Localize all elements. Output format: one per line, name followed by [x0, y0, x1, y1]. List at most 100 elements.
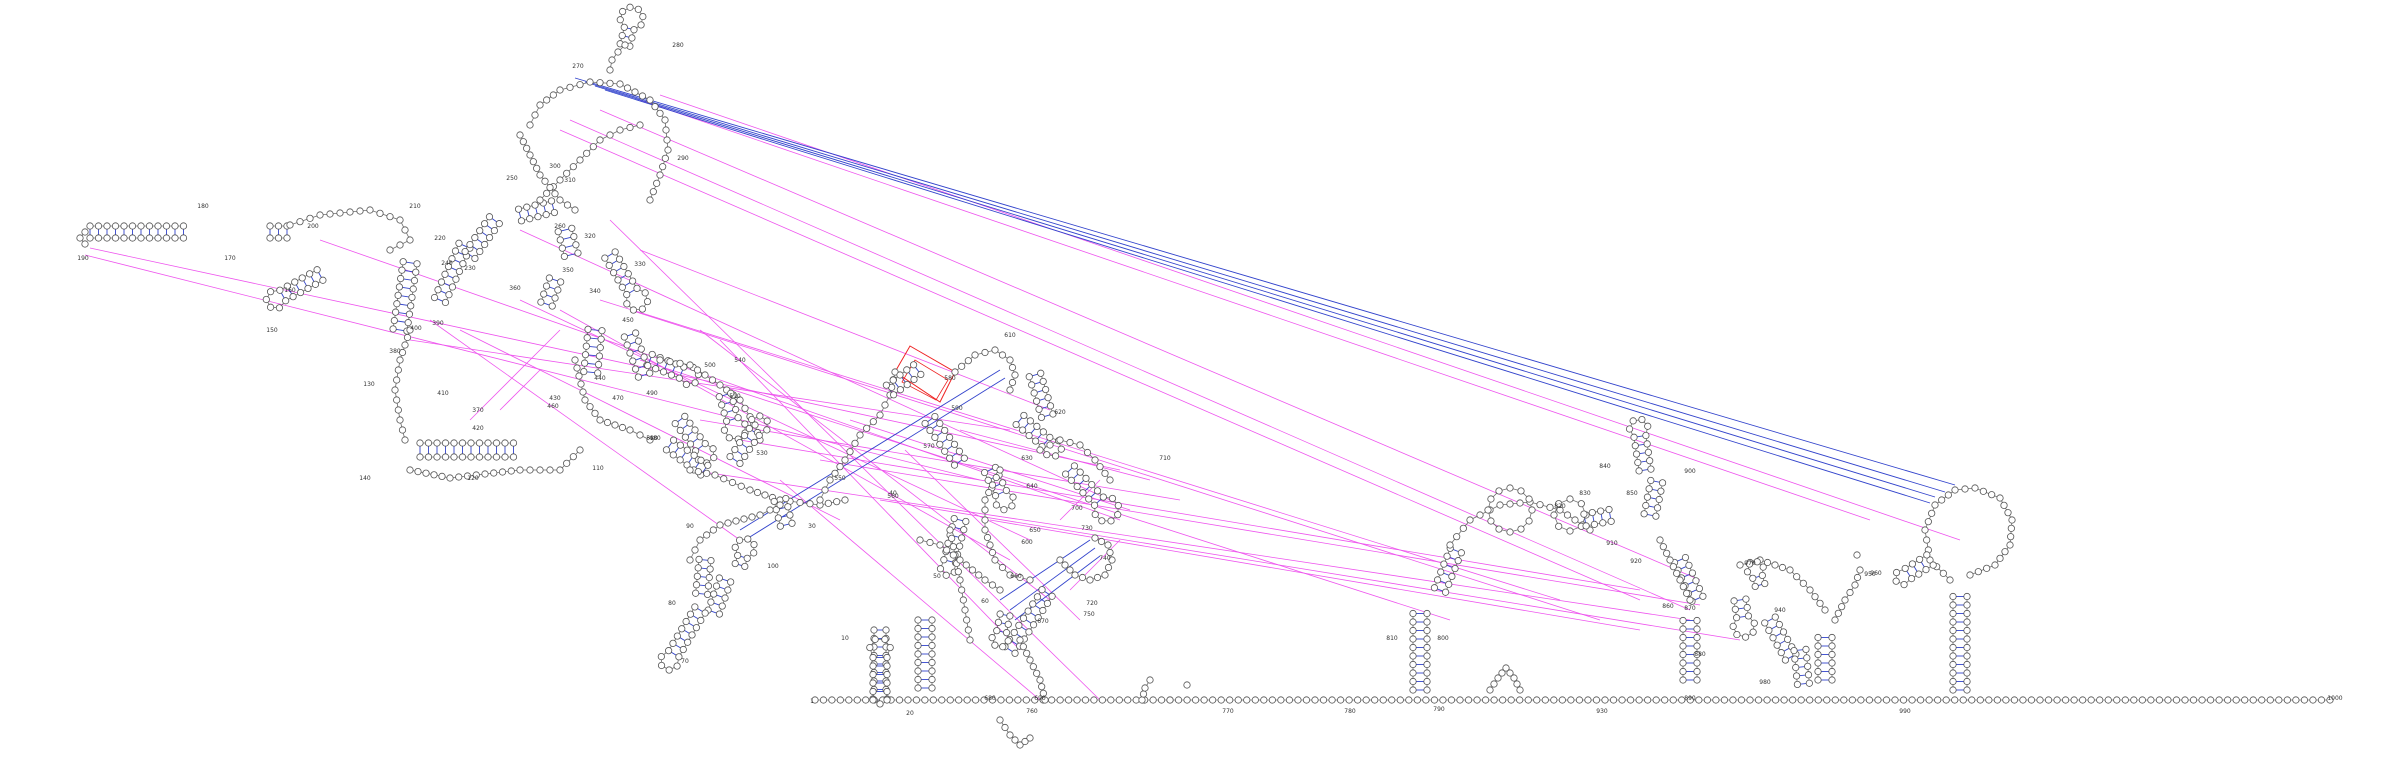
- nucleotide: [991, 556, 999, 564]
- nucleotide: [611, 248, 619, 256]
- position-label: 410: [437, 390, 449, 397]
- nucleotide: [610, 269, 618, 277]
- nucleotide: [756, 412, 764, 420]
- nucleotide: [928, 684, 936, 692]
- nucleotide: [1963, 618, 1971, 626]
- nucleotide: [547, 197, 556, 205]
- nucleotide: [649, 188, 657, 196]
- nucleotide: [869, 653, 877, 662]
- backbone-segment: [540, 277, 550, 303]
- pseudoknot-link: [719, 339, 1021, 651]
- nucleotide: [983, 533, 992, 542]
- nucleotide: [1963, 686, 1971, 694]
- nucleotide: [534, 213, 542, 221]
- nucleotide: [703, 469, 711, 477]
- nucleotide: [896, 386, 905, 394]
- nucleotide: [954, 568, 962, 576]
- nucleotide: [1409, 618, 1417, 626]
- nucleotide: [1138, 696, 1146, 704]
- nucleotide: [1806, 696, 1814, 704]
- nucleotide: [966, 636, 974, 644]
- nucleotide: [542, 282, 551, 290]
- nucleotide: [1506, 669, 1514, 677]
- nucleotide: [1149, 696, 1157, 704]
- nucleotide: [946, 433, 954, 441]
- nucleotide: [1949, 660, 1957, 669]
- nucleotide: [1577, 500, 1585, 508]
- nucleotide: [1071, 571, 1079, 579]
- position-label: 930: [1596, 708, 1608, 715]
- nucleotide: [1588, 508, 1596, 517]
- nucleotide: [1056, 556, 1064, 564]
- nucleotide: [563, 169, 571, 177]
- nucleotide: [1033, 669, 1041, 677]
- nucleotide: [390, 316, 398, 325]
- nucleotide: [2010, 696, 2019, 704]
- nucleotide: [626, 349, 634, 357]
- position-label: 20: [906, 710, 914, 717]
- nucleotide: [1423, 686, 1431, 694]
- nucleotide: [715, 610, 724, 618]
- nucleotide: [1655, 495, 1663, 504]
- nucleotide: [1669, 563, 1677, 571]
- nucleotide: [1260, 696, 1268, 704]
- nucleotide: [688, 631, 696, 639]
- pseudoknot-link: [429, 319, 741, 541]
- nucleotide: [401, 436, 409, 444]
- nucleotide: [1036, 676, 1044, 684]
- nucleotide: [996, 716, 1004, 724]
- nucleotide: [1712, 696, 1720, 704]
- nucleotide: [2249, 696, 2257, 704]
- position-label: 180: [197, 203, 209, 210]
- nucleotide: [2036, 696, 2044, 704]
- nucleotide: [928, 667, 936, 675]
- nucleotide: [1437, 568, 1445, 576]
- nucleotide: [2155, 696, 2164, 704]
- nucleotide: [936, 541, 944, 549]
- position-label: 520: [646, 435, 658, 442]
- nucleotide: [2096, 696, 2104, 704]
- nucleotide: [1679, 667, 1687, 676]
- nucleotide: [991, 492, 1000, 500]
- nucleotide: [1546, 503, 1554, 511]
- backbone-segment: [1586, 520, 1612, 527]
- nucleotide: [1550, 511, 1558, 519]
- position-label: 920: [1630, 558, 1642, 565]
- nucleotide: [1066, 438, 1074, 447]
- nucleotide: [1793, 680, 1802, 689]
- nucleotide: [869, 687, 877, 696]
- nucleotide: [1106, 548, 1114, 557]
- nucleotide: [614, 48, 622, 56]
- nucleotide: [608, 56, 616, 64]
- nucleotide: [943, 546, 951, 554]
- nucleotide: [1976, 696, 1984, 704]
- nucleotide: [776, 501, 784, 509]
- nucleotide: [1814, 642, 1822, 650]
- position-label: 360: [509, 285, 521, 292]
- nucleotide: [485, 233, 494, 242]
- nucleotide: [1015, 621, 1023, 629]
- nucleotide: [1446, 541, 1454, 549]
- position-label: 840: [1599, 463, 1611, 470]
- nucleotide: [2147, 696, 2155, 704]
- nucleotide: [663, 136, 671, 144]
- nucleotide: [1814, 676, 1822, 684]
- nucleotide: [1792, 672, 1801, 680]
- nucleotide: [556, 466, 564, 474]
- nucleotide: [576, 446, 584, 454]
- nucleotide: [1729, 696, 1737, 704]
- nucleotide: [1104, 541, 1112, 549]
- nucleotide: [406, 326, 414, 334]
- nucleotide: [2241, 696, 2249, 704]
- nucleotide: [2079, 696, 2087, 704]
- nucleotide: [509, 453, 518, 461]
- nucleotide: [1423, 635, 1431, 643]
- nucleotide: [732, 405, 740, 414]
- nucleotide: [740, 515, 748, 523]
- nucleotide: [580, 367, 588, 376]
- nucleotide: [1732, 614, 1741, 622]
- nucleotide: [1516, 499, 1524, 507]
- position-label: 60: [981, 598, 989, 605]
- nucleotide: [2164, 696, 2172, 704]
- nucleotide: [1693, 667, 1701, 676]
